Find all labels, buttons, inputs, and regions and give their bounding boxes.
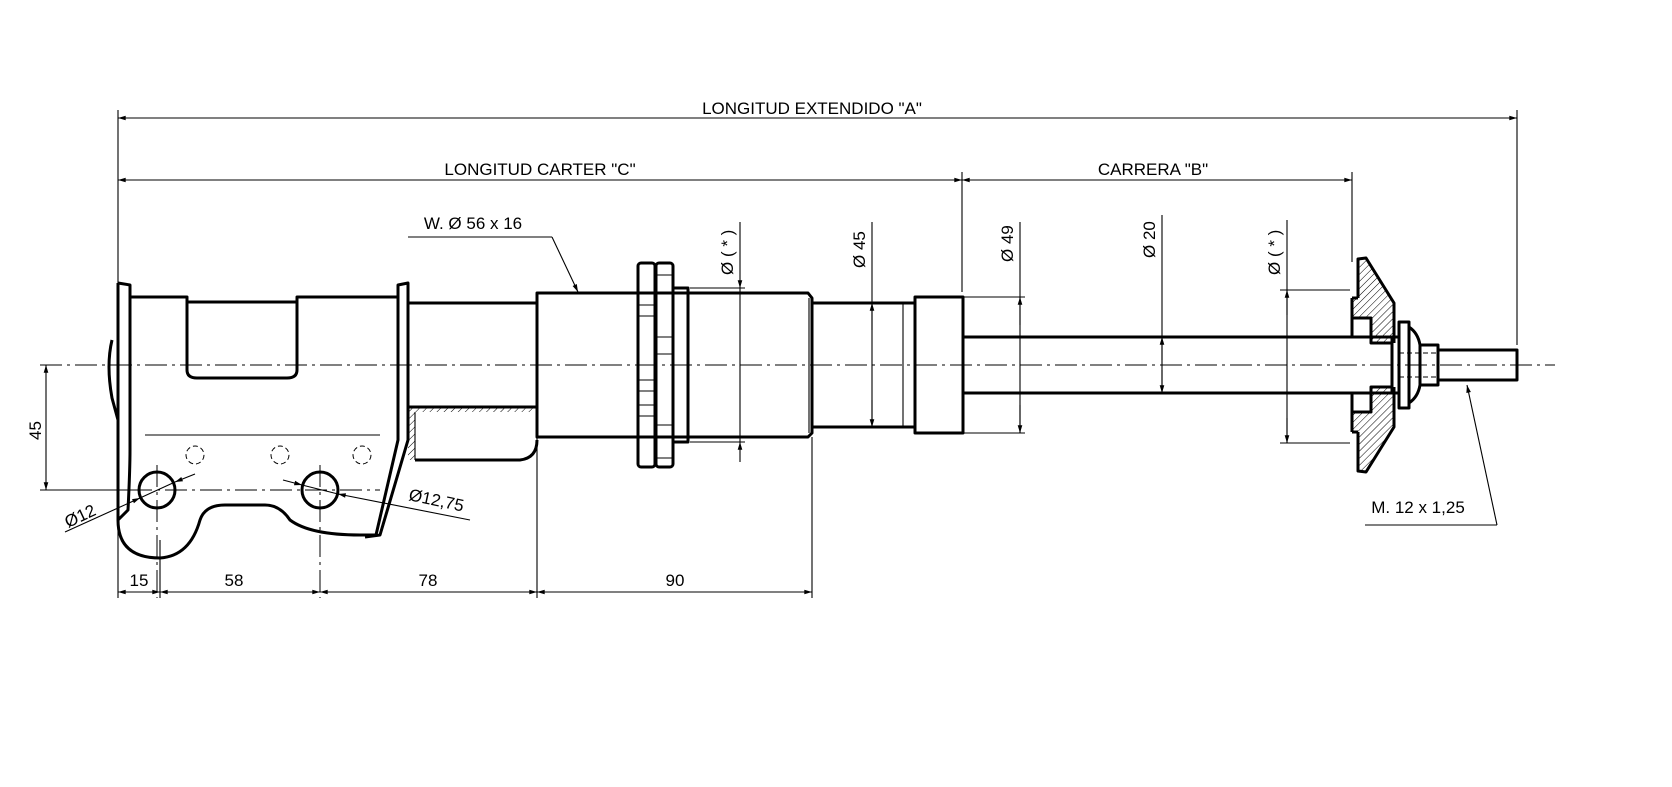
dia-body-label: Ø 45	[850, 231, 869, 268]
dim-90: 90	[666, 571, 685, 590]
seal-cap: Ø 49	[913, 222, 1025, 435]
dimension-dia-nut: Ø ( * )	[690, 222, 745, 462]
thread-spec-label: W. Ø 56 x 16	[424, 214, 522, 233]
body-section: Ø 45	[810, 222, 917, 429]
dia-nut-label: Ø ( * )	[718, 230, 737, 275]
mounting-bracket	[107, 281, 410, 598]
stud-thread-callout: M. 12 x 1,25	[1365, 384, 1498, 526]
stud-thread-label: M. 12 x 1,25	[1371, 498, 1465, 517]
dim-78: 78	[419, 571, 438, 590]
dia-cap-label: Ø 49	[998, 225, 1017, 262]
housing-tube	[408, 301, 539, 462]
dimension-dia-mount: Ø ( * )	[1265, 220, 1350, 444]
hole-dia-1-label: Ø12	[62, 501, 99, 532]
dia-rod-label: Ø 20	[1140, 221, 1159, 258]
hole-offset-label: 45	[26, 421, 45, 440]
dia-mount-label: Ø ( * )	[1265, 230, 1284, 275]
threaded-section	[535, 291, 814, 598]
hole-dia-2-label: Ø12,75	[407, 485, 465, 515]
dimension-hole-offset: 45	[26, 365, 140, 491]
dimension-overall-length: LONGITUD EXTENDIDO "A"	[117, 99, 1518, 598]
dim-15: 15	[130, 571, 149, 590]
dimension-stroke: CARRERA "B"	[961, 160, 1353, 262]
dim-58: 58	[225, 571, 244, 590]
overall-length-label: LONGITUD EXTENDIDO "A"	[702, 99, 922, 118]
stroke-label: CARRERA "B"	[1098, 160, 1208, 179]
hole-dia-callout-2: Ø12,75	[282, 479, 471, 521]
thread-spec-callout: W. Ø 56 x 16	[408, 214, 579, 293]
housing-length-label: LONGITUD CARTER "C"	[444, 160, 635, 179]
piston-rod: Ø 20	[963, 215, 1392, 395]
bottom-dimensions: 15 58 78 90	[118, 540, 813, 598]
dimension-housing-length: LONGITUD CARTER "C"	[118, 160, 963, 292]
spanner-nut	[636, 261, 690, 469]
top-mount	[1350, 256, 1519, 474]
